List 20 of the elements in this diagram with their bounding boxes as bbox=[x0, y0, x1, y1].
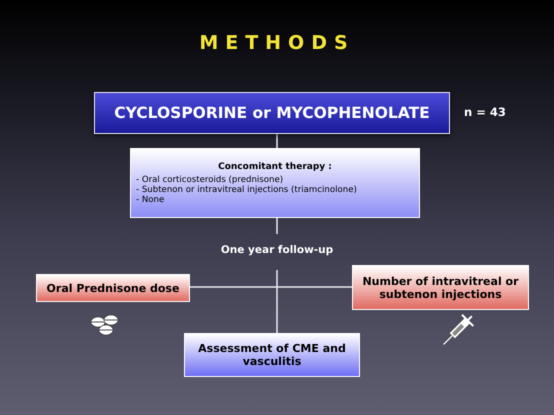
connector-line bbox=[276, 218, 278, 234]
box-label: Number of intravitreal or subtenon injections bbox=[361, 274, 520, 300]
list-item: - None bbox=[136, 194, 166, 204]
box-label: Assessment of CME and vasculitis bbox=[197, 342, 347, 368]
process-box bbox=[352, 265, 529, 310]
list-item: - Oral corticosteroids (prednisone) bbox=[136, 174, 284, 184]
therapy-box bbox=[130, 148, 420, 218]
connector-line bbox=[276, 270, 278, 333]
process-box bbox=[36, 274, 190, 302]
connector-line bbox=[276, 134, 278, 148]
connector-line bbox=[190, 286, 352, 288]
process-box bbox=[184, 333, 360, 377]
box-label: Oral Prednisone dose bbox=[46, 282, 180, 294]
stage-label: One year follow-up bbox=[220, 244, 334, 256]
sample-size: n = 43 bbox=[464, 105, 506, 119]
process-box bbox=[94, 92, 450, 134]
slide-title: METHODS bbox=[198, 32, 356, 54]
box-heading: Concomitant therapy : bbox=[217, 162, 333, 172]
box-label: CYCLOSPORINE or MYCOPHENOLATE bbox=[114, 104, 430, 122]
list-item: - Subtenon or intravitreal injections (triamcinolone) bbox=[136, 184, 358, 194]
